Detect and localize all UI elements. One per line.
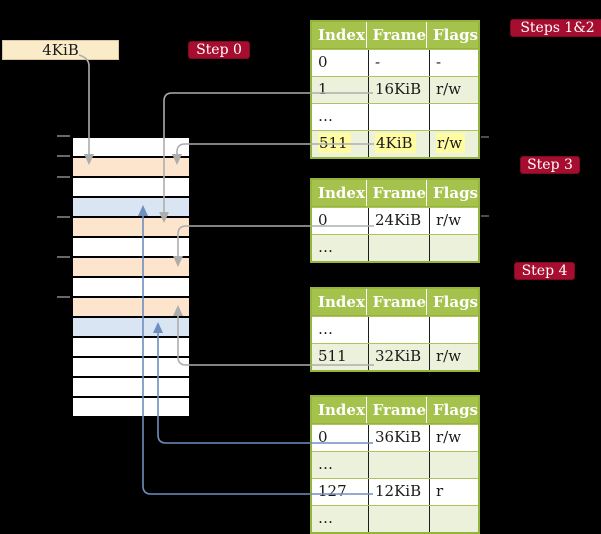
memory-row-orange	[73, 298, 189, 318]
column-header-flags: Flags	[433, 26, 478, 44]
table-cell: 24KiB	[369, 208, 430, 234]
table-cell: 12KiB	[369, 479, 430, 505]
memory-row-white	[73, 358, 189, 378]
column-header-frame: Frame	[367, 180, 427, 206]
column-header-frame: Frame	[367, 22, 427, 48]
table-cell	[369, 104, 430, 130]
table-cell	[369, 506, 430, 532]
physical-memory-column	[71, 136, 191, 418]
memory-row-white	[73, 138, 189, 158]
step-0-badge: Step 0	[188, 41, 250, 59]
memory-row-white	[73, 378, 189, 398]
table-cell: 0	[312, 425, 369, 451]
table-row-stub-marks	[481, 136, 489, 217]
column-header-flags: Flags	[433, 184, 478, 202]
table-cell: 0	[312, 208, 369, 234]
table-cell: 16KiB	[369, 77, 430, 103]
table-cell: …	[312, 317, 369, 343]
memory-row-white	[73, 398, 189, 416]
table-cell	[430, 317, 478, 343]
table-cell: …	[312, 506, 369, 532]
table-cell	[369, 452, 430, 478]
table-row: …	[312, 234, 478, 261]
column-header-index: Index	[312, 22, 367, 48]
table-cell: 511	[312, 344, 369, 370]
memory-row-orange	[73, 158, 189, 178]
column-header-index: Index	[312, 180, 367, 206]
table-row: …	[312, 316, 478, 343]
table-row: …	[312, 451, 478, 478]
table-cell	[369, 235, 430, 261]
table-cell: -	[369, 50, 430, 76]
column-header-flags: Flags	[433, 401, 478, 419]
table-cell	[430, 235, 478, 261]
memory-row-white	[73, 278, 189, 298]
step-4-badge: Step 4	[514, 262, 575, 280]
column-header-flags: Flags	[433, 293, 478, 311]
memory-tick-marks	[57, 135, 70, 298]
column-header-index: Index	[312, 397, 367, 423]
table-cell: 1	[312, 77, 369, 103]
table-cell: 127	[312, 479, 369, 505]
table-cell: -	[436, 53, 442, 71]
steps-1-2-badge: Steps 1&2	[510, 19, 601, 37]
table-cell: …	[312, 104, 369, 130]
table-row: 0--	[312, 49, 478, 76]
column-header-index: Index	[312, 289, 367, 315]
memory-row-blue	[73, 318, 189, 338]
table-cell: r/w	[436, 211, 462, 229]
table-cell: 4KiB	[369, 131, 430, 157]
table-cell: 32KiB	[369, 344, 430, 370]
step-3-badge: Step 3	[520, 156, 580, 174]
table-cell: 0	[312, 50, 369, 76]
memory-row-white	[73, 338, 189, 358]
table-cell: r	[436, 482, 444, 500]
table-row: …	[312, 103, 478, 130]
memory-row-orange	[73, 258, 189, 278]
table-cell: 511	[312, 131, 369, 157]
memory-row-white	[73, 238, 189, 258]
table-cell	[430, 452, 478, 478]
memory-row-blue	[73, 198, 189, 218]
table-cell: r/w	[436, 347, 462, 365]
table-cell: 36KiB	[369, 425, 430, 451]
column-header-frame: Frame	[367, 397, 427, 423]
memory-row-orange	[73, 218, 189, 238]
column-header-frame: Frame	[367, 289, 427, 315]
table-cell	[369, 317, 430, 343]
memory-row-white	[73, 178, 189, 198]
table-cell: r/w	[436, 428, 462, 446]
table-cell	[430, 506, 478, 532]
frame-size-box: 4KiB	[2, 40, 119, 60]
table-cell	[430, 104, 478, 130]
table-cell: r/w	[430, 131, 478, 157]
table-cell: …	[312, 452, 369, 478]
table-cell: r/w	[436, 80, 462, 98]
table-cell: …	[312, 235, 369, 261]
